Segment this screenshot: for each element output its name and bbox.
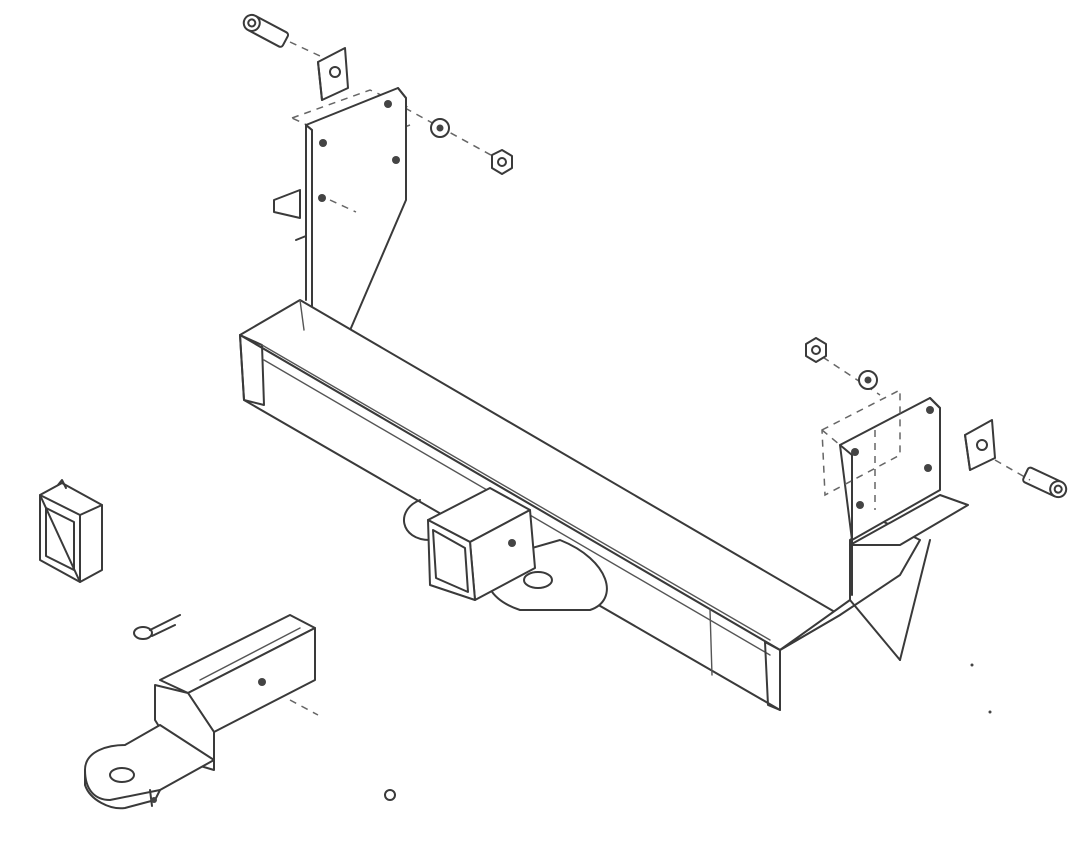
bolts-right (805, 337, 1068, 499)
left-mount-bracket (273, 87, 412, 336)
hitch-pin (289, 699, 397, 801)
receiver-crossbar (239, 299, 841, 711)
hitch-clip (133, 614, 181, 640)
right-mount-bracket (779, 388, 969, 661)
receiver-cover (39, 479, 103, 583)
receiver-opening (427, 487, 536, 601)
bolts-left (242, 13, 513, 175)
ball-mount (84, 614, 316, 810)
